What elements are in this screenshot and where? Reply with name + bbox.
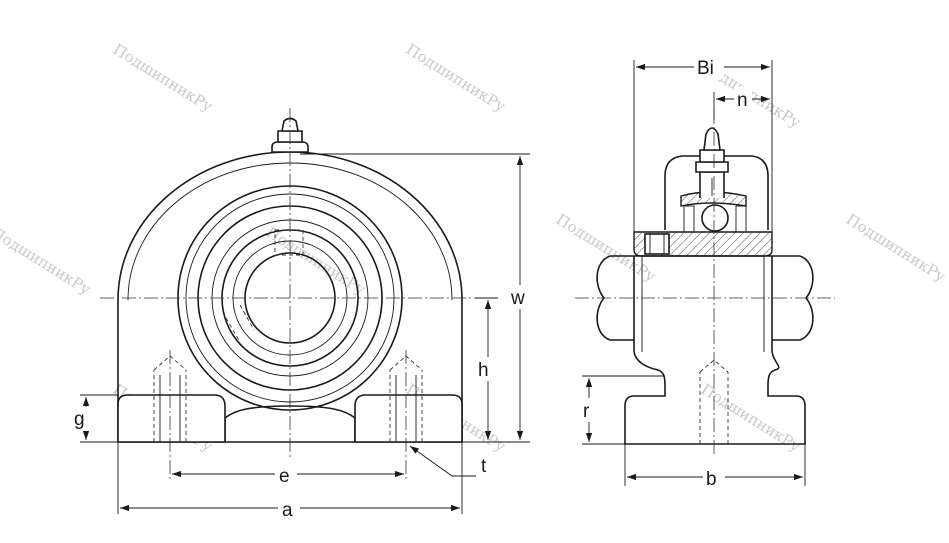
dim-b-label: b [706,469,717,490]
set-screw-top [274,229,304,256]
set-screw-side [644,233,670,255]
side-bolt-hidden [699,359,729,444]
dim-t-leader [409,445,476,477]
left-foot [117,394,226,443]
dim-e-label: e [279,466,290,487]
grease-nipple-side [695,127,729,198]
dim-a-label: a [282,500,293,521]
set-screw-angled [225,304,255,343]
dim-t-label: t [481,456,487,477]
side-dimensions: Bi n r b [580,55,806,490]
dim-bi-label: Bi [697,58,714,79]
seal-left [683,205,695,233]
pedestal-body [624,256,806,445]
dim-w-label: w [510,288,525,309]
seal-right [735,205,747,233]
dim-h-label: h [478,360,489,381]
watermark-text: ПодшипникРу [843,210,949,286]
watermark-text: ПодшипникРу [0,223,94,299]
side-view [575,110,835,455]
front-view [100,108,475,480]
watermarks: ПодшипникРу ПодшипникРу ПодшипникРу Подш… [0,40,949,456]
right-foot [354,394,463,443]
watermark-text: ПодшипникРу [110,40,216,116]
ball [701,204,729,232]
dim-r-label: r [583,401,590,422]
front-dimensions: w h g e a t [72,153,532,521]
watermark-text: ПодшипникРу [403,40,509,116]
dim-n-label: n [737,90,748,111]
dim-g-label: g [74,409,85,430]
